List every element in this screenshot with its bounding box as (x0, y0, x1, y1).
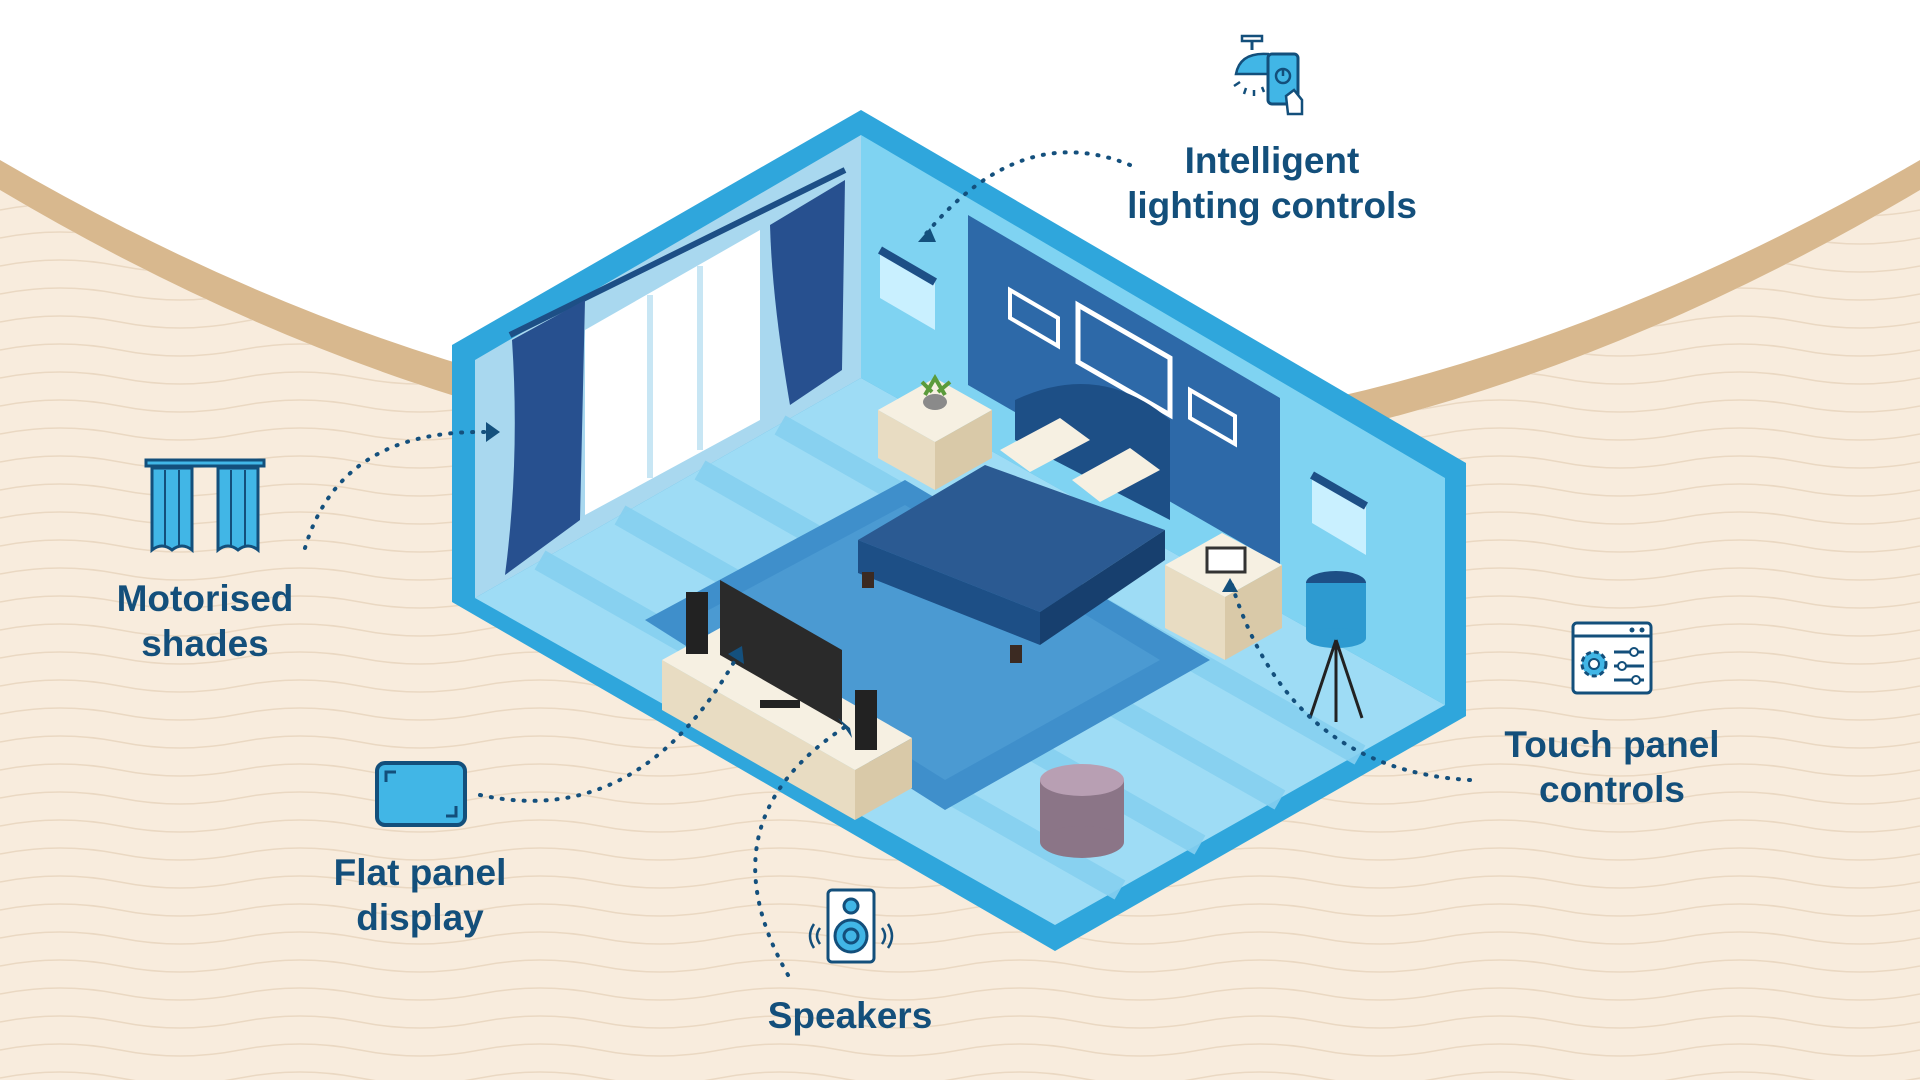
window (585, 230, 760, 515)
control-panel-icon (1571, 621, 1653, 695)
speaker-left (686, 592, 708, 654)
label-line: Flat panel (333, 852, 507, 893)
label-line: lighting controls (1127, 185, 1417, 226)
label-line: display (356, 897, 484, 938)
label-intelligent-lighting-controls: Intelligent lighting controls (1127, 138, 1417, 228)
touch-panel-device (1205, 546, 1247, 574)
label-line: Intelligent (1184, 140, 1360, 181)
label-line: controls (1539, 769, 1685, 810)
picture-frame (1188, 386, 1237, 448)
curtain-icon (144, 458, 266, 554)
label-line: shades (141, 623, 269, 664)
label-flat-panel-display: Flat panel display (334, 850, 507, 940)
curtain-left (505, 300, 585, 575)
lamp-phone-icon (1233, 34, 1304, 116)
label-line: Motorised (116, 578, 294, 619)
nightstand-right (1165, 533, 1282, 660)
ottoman (1040, 764, 1124, 858)
picture-frame (1008, 286, 1060, 350)
picture-frame (1075, 300, 1173, 420)
label-motorised-shades: Motorised shades (117, 576, 294, 666)
screen-icon (375, 761, 467, 827)
connector-lighting (923, 150, 1132, 237)
nightstand-left (878, 374, 992, 490)
connector-shades (303, 429, 487, 550)
wall-light-left (880, 250, 935, 330)
label-speakers: Speakers (768, 993, 933, 1038)
connector-speakers (753, 723, 850, 977)
wall-light-right (1312, 475, 1366, 555)
bed (858, 384, 1170, 663)
floor-lamp (1306, 571, 1366, 722)
speaker-icon (808, 888, 894, 964)
tv (720, 580, 842, 725)
curtain-right (770, 180, 845, 405)
label-line: Touch panel (1504, 724, 1720, 765)
label-touch-panel-controls: Touch panel controls (1504, 722, 1719, 812)
connector-touch-panel (1230, 583, 1472, 782)
label-line: Speakers (767, 995, 933, 1036)
speaker-right (855, 690, 877, 750)
